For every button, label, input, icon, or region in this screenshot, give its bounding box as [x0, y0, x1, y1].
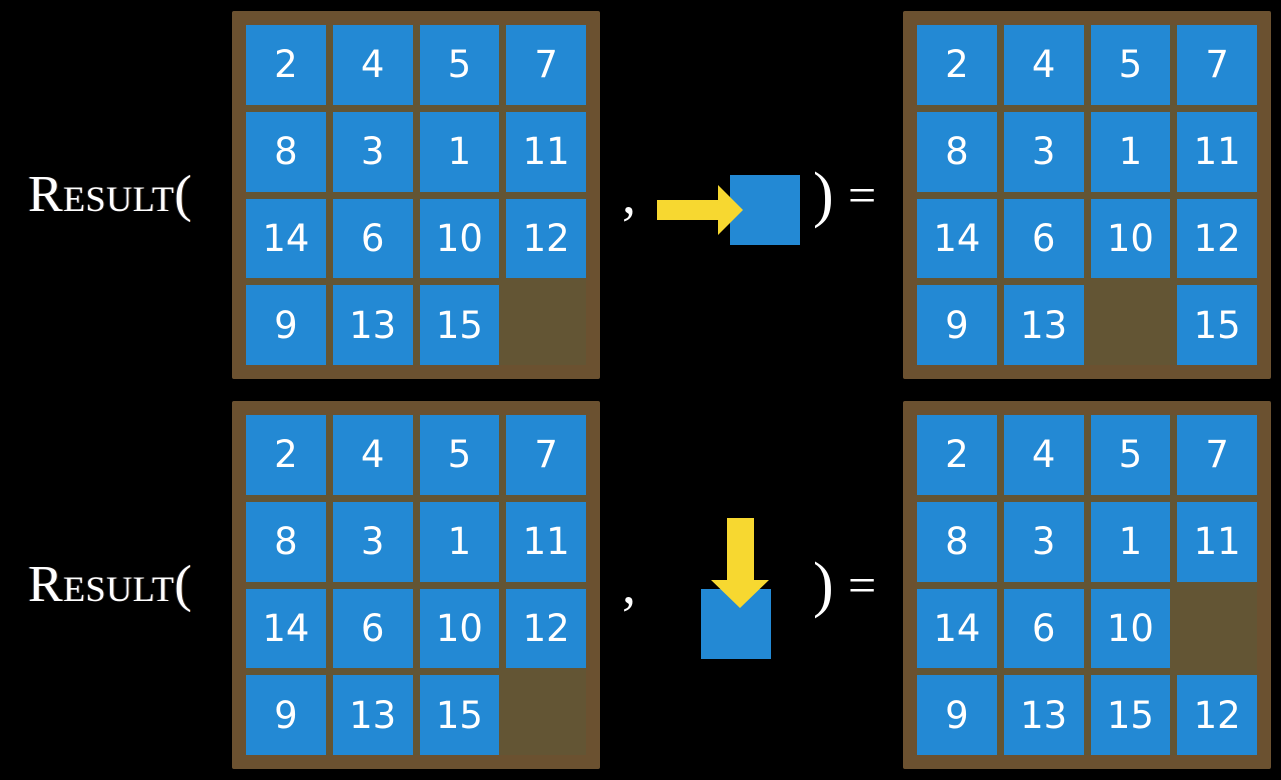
tile[interactable]: 11 [506, 111, 586, 192]
tile[interactable]: 12 [506, 588, 586, 669]
tile[interactable]: 8 [917, 111, 997, 192]
tile[interactable]: 15 [419, 285, 500, 365]
tile[interactable]: 2 [917, 25, 997, 105]
tile[interactable]: 7 [1177, 25, 1257, 105]
tile[interactable]: 4 [1003, 25, 1084, 105]
tile[interactable]: 14 [917, 588, 997, 669]
tile[interactable]: 10 [419, 198, 500, 279]
equation-row-1: Result( 2 4 5 7 8 3 1 11 14 6 10 12 9 13… [28, 0, 1271, 390]
tile[interactable]: 4 [1003, 415, 1084, 495]
tile[interactable]: 2 [246, 25, 326, 105]
tile[interactable]: 9 [246, 675, 326, 755]
tile[interactable]: 6 [332, 588, 413, 669]
tile[interactable]: 11 [1177, 111, 1257, 192]
tile[interactable]: 14 [246, 588, 326, 669]
equals-sign-row-2: = [848, 557, 877, 613]
tile[interactable]: 11 [1177, 501, 1257, 582]
input-board-row-1: 2 4 5 7 8 3 1 11 14 6 10 12 9 13 15 [232, 11, 600, 379]
close-paren-row-2: ) [813, 551, 834, 619]
tile[interactable]: 5 [1090, 415, 1171, 495]
tile[interactable]: 9 [917, 675, 997, 755]
comma-separator: , [622, 164, 636, 226]
tile[interactable]: 13 [1003, 675, 1084, 755]
tile[interactable]: 1 [1090, 501, 1171, 582]
tile[interactable]: 3 [332, 501, 413, 582]
output-board-row-2: 2 4 5 7 8 3 1 11 14 6 10 9 13 15 12 [903, 401, 1271, 769]
tile[interactable]: 2 [917, 415, 997, 495]
tile[interactable]: 13 [332, 675, 413, 755]
move-target-square [730, 175, 800, 245]
tile[interactable]: 14 [917, 198, 997, 279]
tile[interactable]: 13 [332, 285, 413, 365]
tile[interactable]: 14 [246, 198, 326, 279]
tile[interactable]: 1 [1090, 111, 1171, 192]
tile[interactable]: 4 [332, 415, 413, 495]
output-board-row-1: 2 4 5 7 8 3 1 11 14 6 10 12 9 13 15 [903, 11, 1271, 379]
blank-tile [506, 285, 586, 365]
tile[interactable]: 6 [332, 198, 413, 279]
tile[interactable]: 13 [1003, 285, 1084, 365]
tile[interactable]: 4 [332, 25, 413, 105]
tile[interactable]: 10 [1090, 588, 1171, 669]
input-board-row-2: 2 4 5 7 8 3 1 11 14 6 10 12 9 13 15 [232, 401, 600, 769]
equals-sign-row-1: = [848, 167, 877, 223]
tile[interactable]: 7 [1177, 415, 1257, 495]
tile[interactable]: 12 [1177, 198, 1257, 279]
tile[interactable]: 11 [506, 501, 586, 582]
tile[interactable]: 3 [1003, 111, 1084, 192]
blank-tile [1177, 589, 1257, 669]
equation-row-2: Result( 2 4 5 7 8 3 1 11 14 6 10 12 9 13… [0, 390, 1281, 780]
tile[interactable]: 7 [506, 415, 586, 495]
tile[interactable]: 8 [917, 501, 997, 582]
tile[interactable]: 10 [419, 588, 500, 669]
close-paren-row-1: ) [813, 161, 834, 229]
move-target-square [701, 589, 771, 659]
tile[interactable]: 1 [419, 111, 500, 192]
tile[interactable]: 6 [1003, 198, 1084, 279]
tile[interactable]: 2 [246, 415, 326, 495]
tile[interactable]: 10 [1090, 198, 1171, 279]
tile[interactable]: 9 [917, 285, 997, 365]
tile[interactable]: 6 [1003, 588, 1084, 669]
tile[interactable]: 9 [246, 285, 326, 365]
tile[interactable]: 15 [419, 675, 500, 755]
comma-separator: , [622, 554, 636, 616]
result-label-row-2: Result( [28, 559, 192, 611]
tile[interactable]: 3 [1003, 501, 1084, 582]
blank-tile [1091, 285, 1171, 365]
blank-tile [506, 675, 586, 755]
tile[interactable]: 8 [246, 111, 326, 192]
operand-area-row-1: , ) = [610, 0, 900, 390]
tile[interactable]: 5 [419, 25, 500, 105]
tile[interactable]: 5 [1090, 25, 1171, 105]
result-word-row-1: Result( [28, 166, 193, 223]
tile[interactable]: 15 [1177, 285, 1257, 365]
tile[interactable]: 12 [1177, 675, 1257, 755]
tile[interactable]: 15 [1090, 675, 1171, 755]
tile[interactable]: 8 [246, 501, 326, 582]
tile[interactable]: 1 [419, 501, 500, 582]
operand-area-row-2: , ) = [610, 390, 900, 780]
result-word-row-2: Result( [28, 556, 193, 613]
tile[interactable]: 5 [419, 415, 500, 495]
tile[interactable]: 3 [332, 111, 413, 192]
tile[interactable]: 7 [506, 25, 586, 105]
tile[interactable]: 12 [506, 198, 586, 279]
result-label-row-1: Result( [28, 169, 192, 221]
